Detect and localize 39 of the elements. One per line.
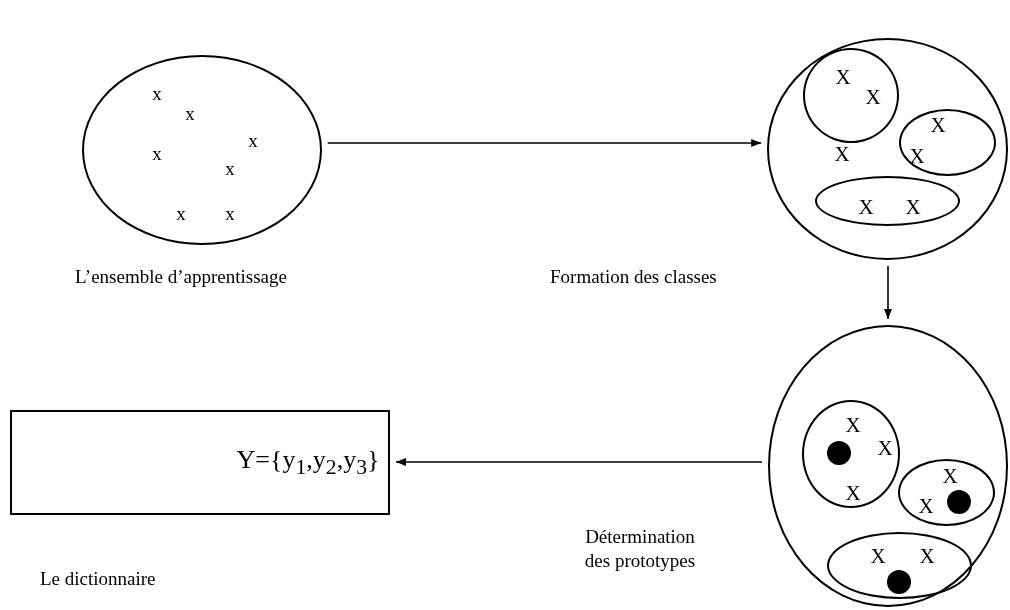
sample-point-mark: x — [248, 130, 258, 150]
set-ellipse — [899, 109, 996, 176]
sample-point-mark: x — [176, 203, 186, 223]
sample-point-mark: X — [905, 196, 921, 218]
sample-point-mark: x — [225, 158, 235, 178]
sample-point-mark: x — [152, 83, 162, 103]
sample-point-mark: X — [858, 196, 874, 218]
arrow — [884, 265, 892, 320]
set-circle — [768, 325, 1008, 607]
set-ellipse — [827, 532, 972, 599]
dictionary-box — [10, 410, 390, 515]
sample-point-mark: X — [865, 86, 881, 108]
sample-point-mark: X — [845, 414, 861, 436]
caption-text: L’ensemble d’apprentissage — [75, 265, 288, 289]
arrow — [326, 139, 762, 147]
set-ellipse — [803, 48, 899, 143]
set-formula: Y={y$_{1}$,y$_{2}$,y$_{3}$} — [236, 447, 380, 479]
sample-point-mark: x — [225, 203, 235, 223]
arrow — [395, 458, 763, 466]
sample-point-mark: X — [834, 143, 850, 165]
sample-point-mark: X — [909, 145, 925, 167]
sample-point-mark: X — [942, 465, 958, 487]
set-ellipse — [802, 400, 900, 508]
caption-text: Détermination des prototypes — [583, 525, 697, 573]
sample-point-mark: X — [845, 482, 861, 504]
set-ellipse — [82, 55, 322, 245]
set-ellipse — [815, 176, 960, 226]
sample-point-mark: X — [877, 437, 893, 459]
sample-point-mark: X — [919, 545, 935, 567]
caption-text: Formation des classes — [550, 265, 718, 289]
sample-point-mark: X — [835, 66, 851, 88]
sample-point-mark: x — [185, 103, 195, 123]
sample-point-mark: X — [870, 545, 886, 567]
sample-point-mark: X — [918, 495, 934, 517]
set-ellipse — [898, 459, 995, 526]
sample-point-mark: X — [930, 114, 946, 136]
set-ellipse — [767, 38, 1008, 260]
sample-point-mark: x — [152, 143, 162, 163]
caption-text: Le dictionnaire — [40, 567, 157, 591]
